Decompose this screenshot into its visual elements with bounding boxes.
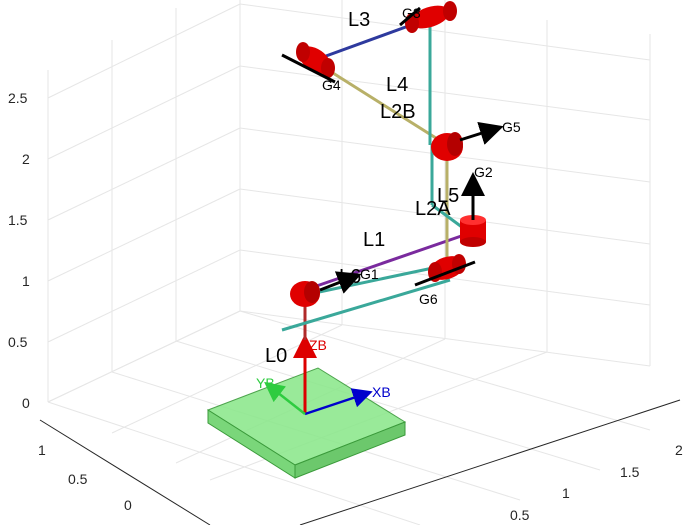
z-tick: 0.5: [8, 334, 28, 350]
y-tick: 0.5: [68, 471, 88, 487]
y-tick: 1: [38, 442, 46, 458]
link-label-l2b: L2B: [380, 101, 416, 123]
x-tick: 1: [562, 485, 570, 501]
joint-label-g2: G2: [474, 164, 493, 180]
link-labels: L0 L1 L6 L2A L5 L2B L4 L3: [265, 9, 459, 367]
joint-g2: [460, 172, 486, 247]
joint-label-g5: G5: [502, 119, 521, 135]
joint-g4: [281, 42, 336, 84]
link-label-l0: L0: [265, 345, 287, 367]
link-label-l5: L5: [437, 185, 459, 207]
joint-label-g4: G4: [322, 77, 341, 93]
z-tick: 2.5: [8, 90, 28, 106]
axis-edges: [39, 399, 681, 525]
link-label-l2a: L2A: [415, 198, 451, 220]
joint-g1: [290, 271, 362, 307]
joint-label-g1: G1: [360, 266, 379, 282]
xb-label: XB: [372, 384, 391, 400]
joints: [281, 1, 504, 307]
yb-label: YB: [256, 375, 275, 391]
link-label-l3: L3: [348, 9, 370, 31]
link-label-l1: L1: [363, 229, 385, 251]
link-l1: [304, 231, 471, 292]
link-teal-lower: [281, 278, 451, 332]
z-tick: 1.5: [8, 212, 28, 228]
link-label-l6: L6: [339, 266, 361, 288]
y-tick: 0: [124, 497, 132, 513]
base-frame: ZB XB YB: [256, 334, 391, 416]
link-label-l4: L4: [386, 74, 408, 96]
joint-g5: [431, 121, 504, 161]
x-axis-ticks: 0.5 1 1.5 2: [510, 442, 683, 523]
joint-g6: [414, 254, 476, 287]
joint-g3: [399, 1, 457, 33]
joint-label-g6: G6: [419, 291, 438, 307]
z-tick: 0: [22, 395, 30, 411]
zb-label: ZB: [309, 337, 327, 353]
y-axis-ticks: 1 0.5 0: [38, 442, 132, 513]
z-tick: 2: [22, 151, 30, 167]
z-axis-ticks: 0 0.5 1 1.5 2 2.5: [8, 90, 30, 411]
z-tick: 1: [22, 273, 30, 289]
joint-label-g3: G3: [402, 5, 421, 21]
x-tick: 1.5: [620, 464, 640, 480]
joint-labels: G1 G2 G3 G4 G5 G6: [322, 5, 521, 307]
x-tick: 0.5: [510, 507, 530, 523]
link-l6: [304, 263, 448, 297]
link-l2b: [324, 66, 448, 147]
x-tick: 2: [675, 442, 683, 458]
